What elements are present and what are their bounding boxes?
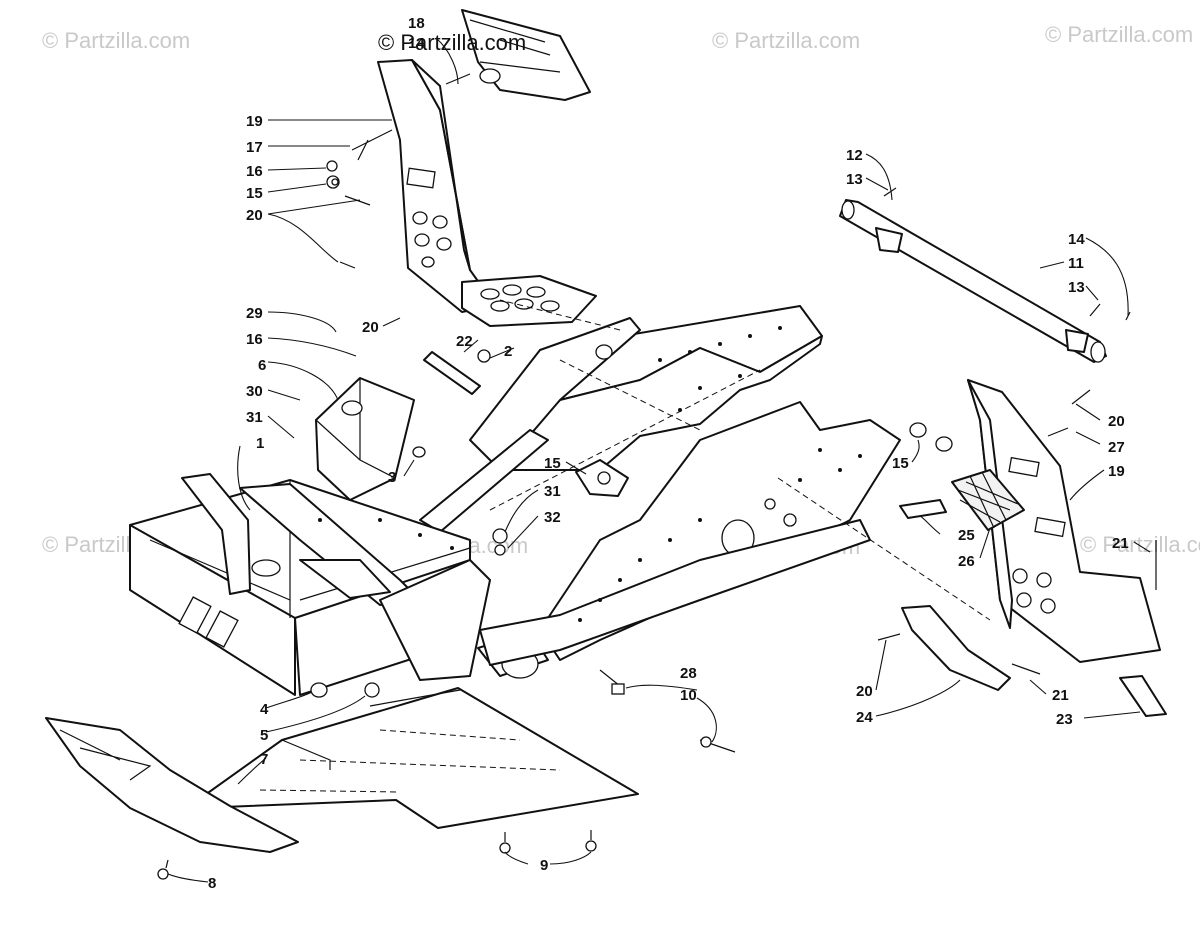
callout-4: 4: [260, 701, 269, 718]
lower-bracket: [901, 605, 1011, 691]
callout-1: 1: [256, 435, 264, 452]
callout-20-left: 20: [246, 207, 263, 224]
callout-28: 28: [680, 665, 697, 682]
mount-strip: [1119, 675, 1167, 717]
callout-27: 27: [1108, 439, 1125, 456]
shaft-bracket-left: [875, 227, 903, 253]
callout-25: 25: [958, 527, 975, 544]
steering-support-column: [326, 9, 597, 327]
callout-32: 32: [544, 509, 561, 526]
callout-16-top: 16: [246, 163, 263, 180]
callout-21-top: 21: [1112, 535, 1129, 552]
callout-13-right: 13: [1068, 279, 1085, 296]
callout-3: 3: [388, 469, 396, 486]
skid-plate-shell: [45, 717, 299, 853]
callout-11: 11: [1068, 255, 1084, 272]
watermark-mid-right: © Partzilla.com: [1080, 532, 1200, 557]
callout-31-left: 31: [246, 409, 263, 426]
callout-16-mid: 16: [246, 331, 263, 348]
gusset: [299, 559, 391, 599]
callout-2: 2: [504, 343, 512, 360]
callout-20-right: 20: [1108, 413, 1125, 430]
callout-15-left: 15: [246, 185, 263, 202]
skid-plate: [45, 717, 299, 853]
front-crossmember: [379, 559, 491, 681]
callout-17: 17: [246, 139, 263, 156]
leader-lines: [167, 37, 1151, 883]
main-chassis: [129, 299, 991, 698]
callout-23: 23: [1056, 711, 1073, 728]
rivet-pattern: [318, 326, 862, 622]
mesh-screen: [951, 469, 1025, 531]
watermark-main: © Partzilla.com: [378, 30, 526, 55]
callout-5: 5: [260, 727, 268, 744]
callout-12: 12: [846, 147, 863, 164]
watermark-top-left: © Partzilla.com: [42, 28, 190, 53]
callout-18: 18: [408, 15, 425, 32]
callout-15-right: 15: [892, 455, 909, 472]
callout-7: 7: [260, 751, 268, 768]
bottom-fasteners: [157, 669, 736, 880]
callout-26: 26: [958, 553, 975, 570]
callout-31-center: 31: [544, 483, 561, 500]
clip: [899, 499, 947, 519]
callout-21-bottom: 21: [1052, 687, 1069, 704]
watermark-top-mid: © Partzilla.com: [712, 28, 860, 53]
callout-20-bottom: 20: [856, 683, 873, 700]
callout-30: 30: [246, 383, 263, 400]
callout-13-top: 13: [846, 171, 863, 188]
right-assembly: [839, 187, 1167, 717]
callout-24: 24: [856, 709, 873, 726]
callout-19-left: 19: [246, 113, 263, 130]
callout-8: 8: [208, 875, 216, 892]
callouts: 18 14 19 17 16 15 20 29 16 6 30 31 1 20 …: [208, 15, 1129, 892]
hinge-strip: [423, 351, 481, 395]
callout-19-right: 19: [1108, 463, 1125, 480]
callout-10: 10: [680, 687, 697, 704]
steering-shaft: [839, 199, 1107, 363]
left-column-side: [411, 59, 471, 271]
callout-14-top: 14: [408, 35, 425, 52]
callout-14-right: 14: [1068, 231, 1085, 248]
callout-22: 22: [456, 333, 473, 350]
left-arm: [181, 473, 251, 595]
callout-15-center: 15: [544, 455, 561, 472]
watermark-top-right: © Partzilla.com: [1045, 22, 1193, 47]
callout-9: 9: [540, 857, 548, 874]
callout-29: 29: [246, 305, 263, 322]
callout-6: 6: [258, 357, 266, 374]
engine-mount-bracket: [315, 377, 415, 501]
callout-20-center: 20: [362, 319, 379, 336]
shaft-bracket-right: [1065, 329, 1089, 353]
